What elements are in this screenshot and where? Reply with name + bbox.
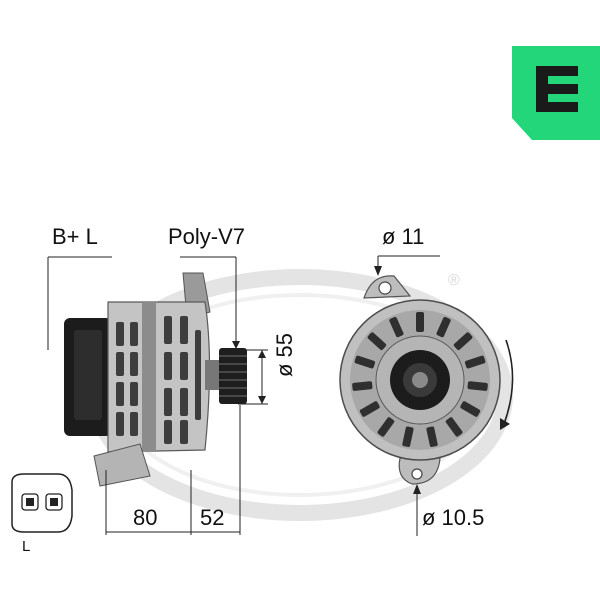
era-logo-icon [512,46,600,140]
pulley-diameter-label: ø 55 [272,332,297,377]
registered-mark: ® [448,272,460,289]
poly-v-pulley [219,348,247,404]
body-length-label: 80 [133,505,158,530]
connector-plug-icon [11,473,73,533]
alternator-front-view [339,255,514,536]
pulley-length-label: 52 [200,505,225,530]
fan-slots [352,312,488,447]
top-hole-diameter-label: ø 11 [382,224,425,249]
bottom-hole-diameter-label: ø 10.5 [422,505,485,530]
terminals-label: B+ L [52,224,98,249]
pulley-type-label: Poly-V7 [168,224,246,249]
alternator-side-view [47,256,268,535]
connector-pin-label: L [22,538,31,555]
